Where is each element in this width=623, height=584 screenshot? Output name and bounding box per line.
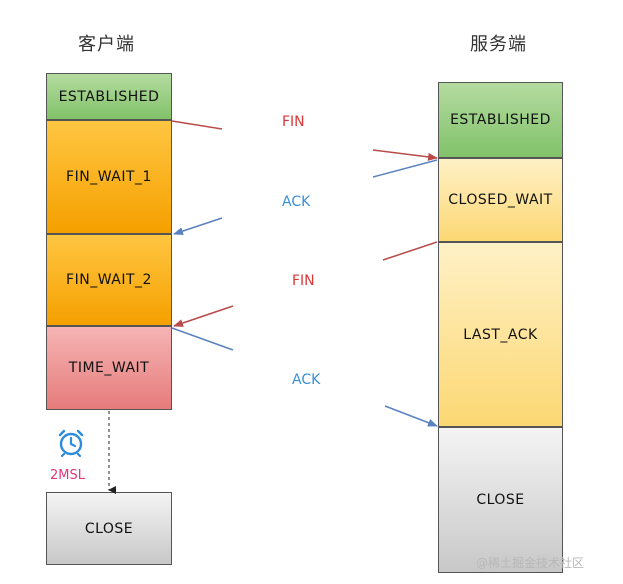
fin2-arrow-left (173, 305, 234, 327)
timer-label: 2MSL (50, 468, 85, 483)
client-state-time-wait: TIME_WAIT (46, 326, 172, 410)
server-state-closed-wait: CLOSED_WAIT (438, 158, 563, 242)
ack2-label: ACK (292, 372, 321, 388)
fin1-label: FIN (282, 114, 305, 130)
ack1-arrow-left (173, 217, 223, 235)
client-header: 客户端 (78, 34, 135, 55)
alarm-clock-icon (58, 429, 84, 458)
server-state-close: CLOSE (438, 427, 563, 573)
ack2-arrow-left (171, 327, 234, 351)
server-state-established: ESTABLISHED (438, 82, 563, 158)
server-header: 服务端 (470, 34, 527, 55)
watermark: @稀土掘金技术社区 (476, 556, 585, 570)
ack2-arrow-right (384, 405, 438, 427)
fin2-arrow-right (382, 241, 438, 261)
client-state-established: ESTABLISHED (46, 73, 172, 120)
fin1-arrow-right (372, 149, 438, 161)
server-state-last-ack: LAST_ACK (438, 242, 563, 427)
fin1-arrow-left (171, 120, 223, 130)
client-state-fin-wait-1: FIN_WAIT_1 (46, 120, 172, 234)
ack1-arrow-right (372, 159, 438, 178)
ack1-label: ACK (282, 194, 311, 210)
fin2-label: FIN (292, 273, 315, 289)
client-state-fin-wait-2: FIN_WAIT_2 (46, 234, 172, 326)
